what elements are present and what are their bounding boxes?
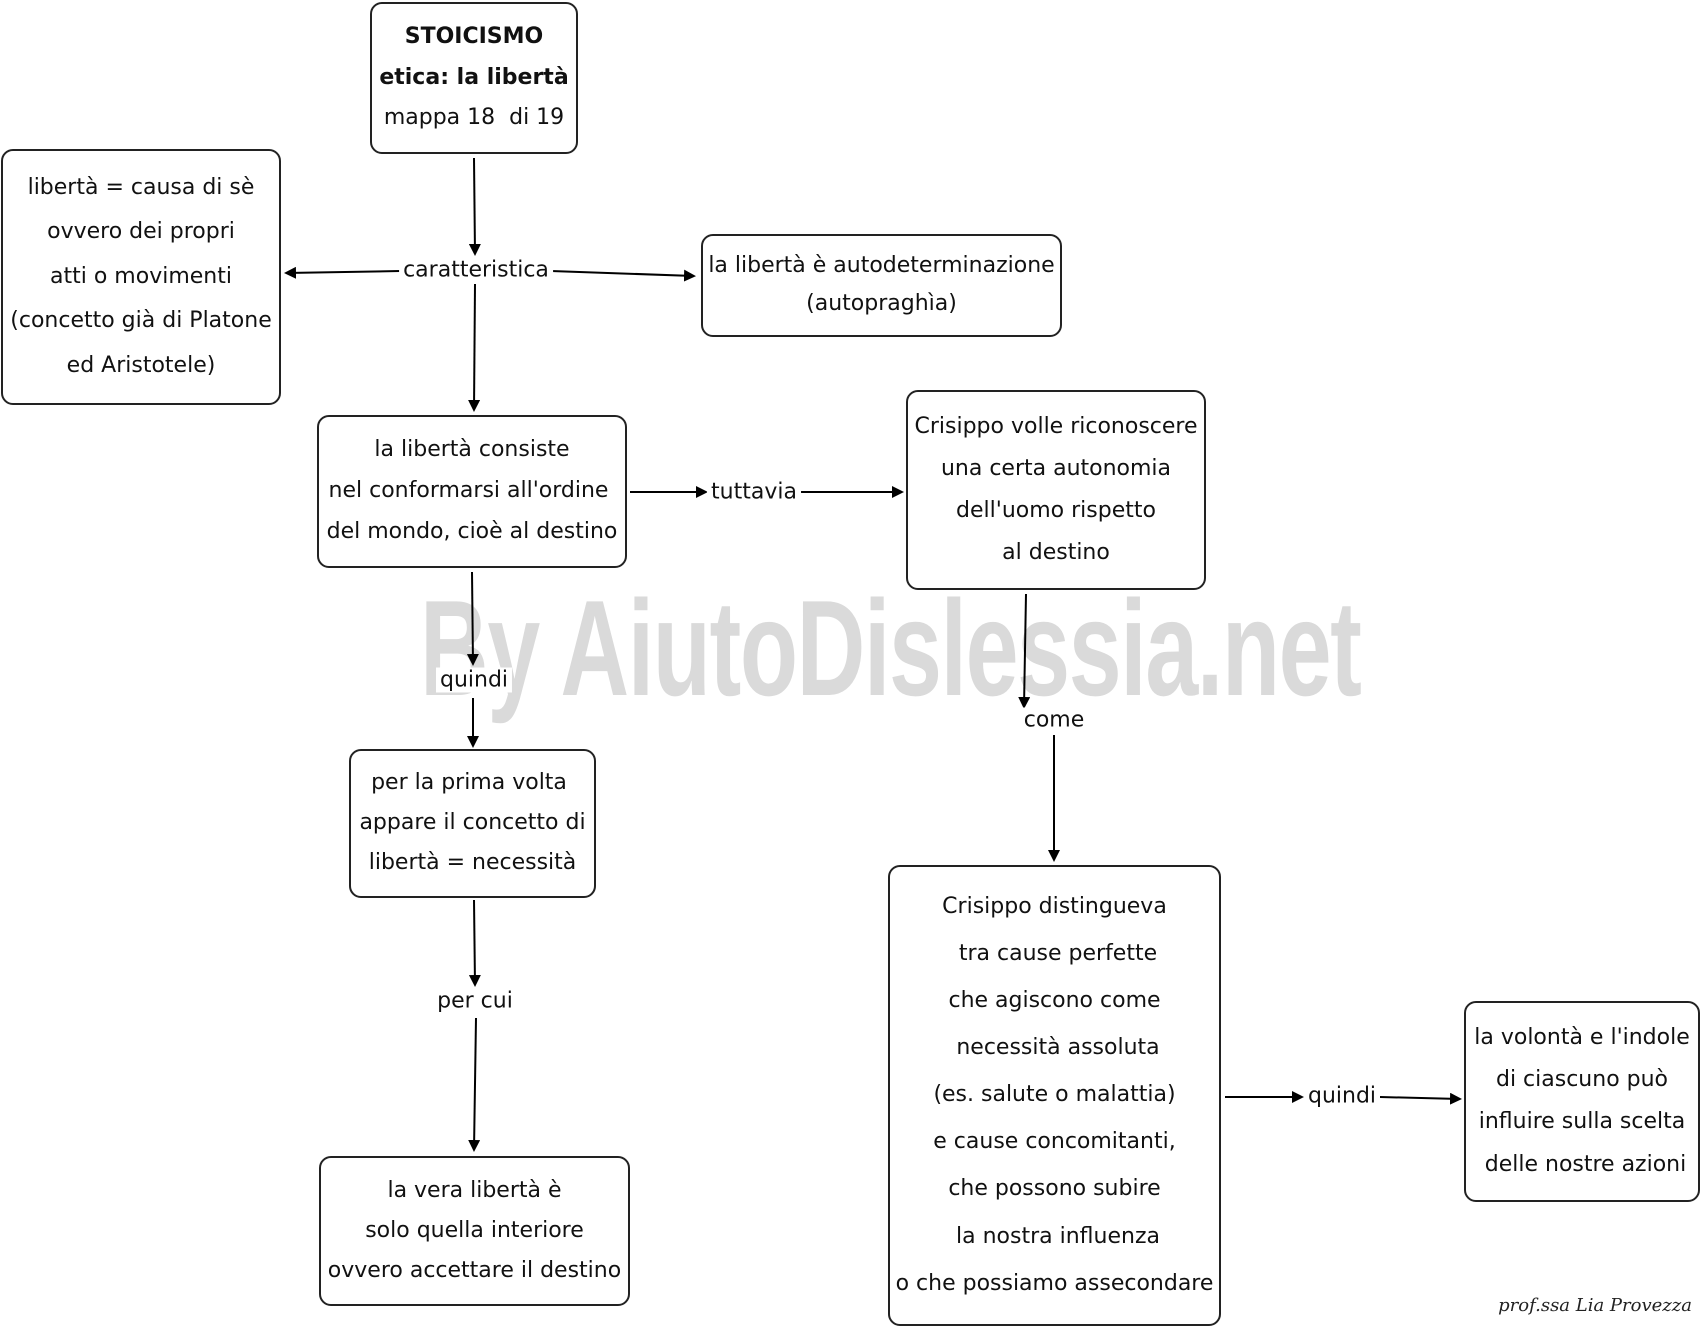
node-text-line: di ciascuno può	[1495, 1067, 1669, 1093]
title-map-number: mappa 18 di 19	[383, 105, 565, 131]
node-text-line: che agiscono come	[948, 987, 1161, 1013]
arrow-to-per-cui	[468, 899, 481, 987]
node-text-line: delle nostre azioni	[1477, 1151, 1687, 1177]
arrow-to-come	[1018, 593, 1031, 709]
node-text-line: dell'uomo rispetto	[956, 497, 1156, 523]
node-liberta-consiste: la libertà consiste nel conformarsi all'…	[317, 415, 627, 568]
node-text-line: del mondo, cioè al destino	[326, 519, 618, 545]
node-text-line: influire sulla scelta	[1478, 1109, 1686, 1135]
node-text-line: ovvero dei propri	[47, 219, 235, 245]
title-main: STOICISMO	[404, 24, 544, 50]
node-text-line: al destino	[1002, 539, 1110, 565]
node-prima-volta: per la prima volta appare il concetto di…	[349, 749, 596, 898]
node-text-line: per la prima volta	[371, 770, 574, 796]
node-text-line: solo quella interiore	[365, 1217, 584, 1243]
label-tuttavia: tuttavia	[707, 479, 801, 505]
node-text-line: che possono subire	[948, 1176, 1161, 1202]
arrow-to-autodeterminazione	[550, 269, 696, 282]
node-vera-liberta: la vera libertà è solo quella interiore …	[319, 1156, 630, 1306]
label-per-cui: per cui	[433, 988, 517, 1014]
node-text-line: Crisippo volle riconoscere	[914, 413, 1198, 439]
node-text-line: o che possiamo assecondare	[895, 1270, 1214, 1296]
label-come: come	[1019, 707, 1089, 733]
label-quindi-1: quindi	[435, 667, 513, 693]
node-text-line: la libertà è autodeterminazione	[708, 253, 1055, 279]
node-text-line: libertà = causa di sè	[27, 175, 255, 200]
node-text-line: una certa autonomia	[940, 455, 1172, 481]
node-text-line: tra cause perfette	[951, 940, 1158, 966]
node-crisippo-autonomia: Crisippo volle riconoscere una certa aut…	[906, 390, 1206, 590]
node-causa-di-se: libertà = causa di sè ovvero dei propri …	[1, 149, 281, 405]
node-text-line: la vera libertà è	[387, 1177, 562, 1203]
node-text-line: atti o movimenti	[50, 263, 232, 289]
arrow-to-vera-liberta	[468, 1017, 481, 1152]
arrow-to-volonta	[1379, 1092, 1462, 1105]
signature: prof.ssa Lia Provezza	[1498, 1295, 1692, 1316]
title-node: STOICISMO etica: la libertà mappa 18 di …	[370, 2, 578, 154]
node-text-line: necessità assoluta	[949, 1035, 1160, 1061]
label-caratteristica: caratteristica	[399, 257, 553, 283]
node-text-line: nel conformarsi all'ordine	[328, 478, 616, 504]
title-subtitle: etica: la libertà	[379, 64, 569, 90]
node-crisippo-cause: Crisippo distingueva tra cause perfette …	[888, 865, 1221, 1326]
node-text-line: Crisippo distingueva	[942, 893, 1167, 919]
arrow-to-consiste	[468, 283, 481, 412]
node-text-line: la nostra influenza	[949, 1223, 1160, 1249]
node-text-line: libertà = necessità	[368, 850, 577, 876]
label-quindi-2: quindi	[1303, 1083, 1381, 1109]
node-text-line: la volontà e l'indole	[1474, 1024, 1690, 1050]
watermark: By AiutoDislessia.net	[420, 572, 1362, 724]
arrow-to-causa	[284, 266, 401, 279]
node-text-line: (es. salute o malattia)	[933, 1082, 1176, 1108]
node-text-line: e cause concomitanti,	[933, 1129, 1176, 1155]
node-text-line: (autopraghìa)	[806, 291, 957, 317]
node-volonta: la volontà e l'indole di ciascuno può in…	[1464, 1001, 1700, 1202]
node-text-line: la libertà consiste	[374, 437, 570, 463]
arrow-to-quindi-1	[466, 571, 479, 666]
node-text-line: ovvero accettare il destino	[327, 1257, 622, 1283]
node-text-line: ed Aristotele)	[66, 352, 216, 378]
node-autodeterminazione: la libertà è autodeterminazione (autopra…	[701, 234, 1062, 337]
node-text-line: appare il concetto di	[359, 810, 586, 836]
arrow-title-to-caratteristica	[468, 157, 481, 256]
node-text-line: (concetto già di Platone	[10, 308, 272, 334]
